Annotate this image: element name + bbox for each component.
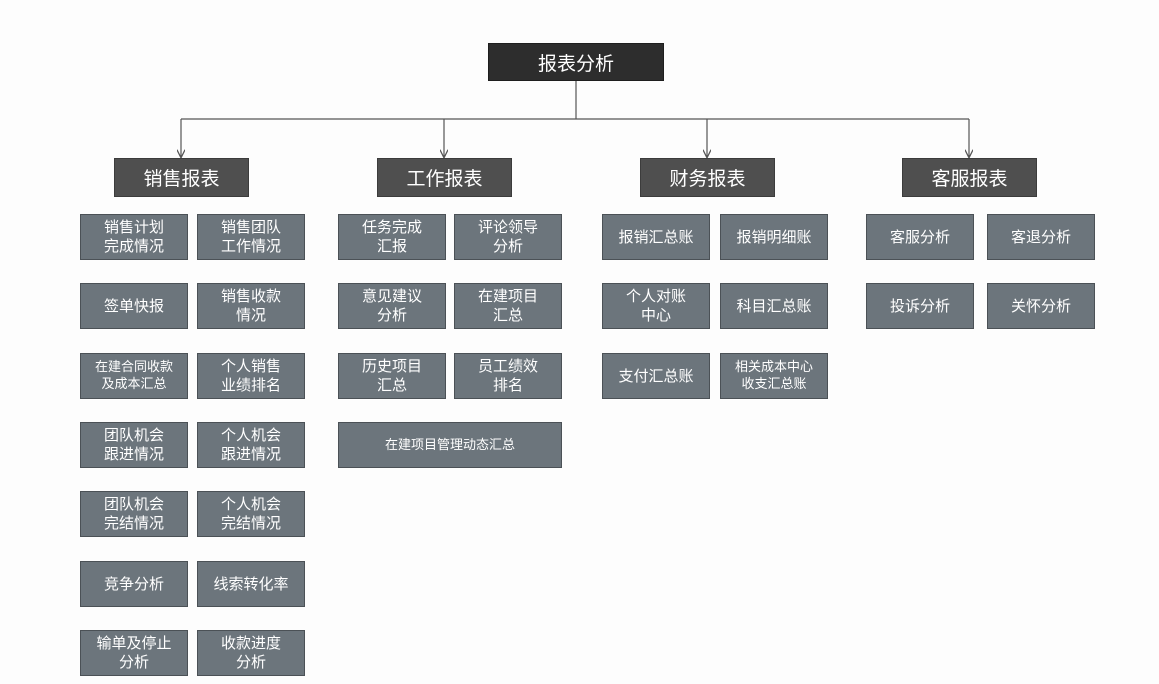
report-item-work[interactable]: 在建项目汇总 [454, 283, 562, 329]
report-item-label: 科目汇总账 [736, 296, 812, 315]
report-item-label: 支付汇总账 [618, 366, 694, 385]
report-item-label: 销售团队工作情况 [220, 218, 281, 255]
report-item-label: 员工绩效排名 [477, 357, 538, 394]
category-service[interactable]: 客服报表 [902, 158, 1037, 197]
report-item-label: 相关成本中心收支汇总账 [734, 360, 813, 392]
report-item-label: 在建合同收款及成本汇总 [94, 360, 173, 392]
report-item-sales[interactable]: 团队机会完结情况 [80, 491, 188, 537]
report-item-label: 签单快报 [103, 296, 164, 315]
report-item-label: 销售计划完成情况 [103, 218, 164, 255]
report-item-label: 在建项目管理动态汇总 [384, 437, 515, 453]
report-item-work[interactable]: 评论领导分析 [454, 214, 562, 260]
report-item-work[interactable]: 员工绩效排名 [454, 353, 562, 399]
report-item-work[interactable]: 历史项目汇总 [338, 353, 446, 399]
report-item-label: 投诉分析 [889, 296, 950, 315]
category-sales-label: 销售报表 [143, 168, 220, 190]
report-item-finance[interactable]: 报销汇总账 [602, 214, 710, 260]
report-item-label: 个人机会跟进情况 [220, 426, 281, 463]
report-item-label: 报销明细账 [736, 227, 812, 246]
report-item-label: 销售收款情况 [220, 287, 281, 324]
root-node-label: 报表分析 [537, 52, 614, 75]
report-item-service[interactable]: 客服分析 [866, 214, 974, 260]
report-item-label: 个人销售业绩排名 [220, 357, 281, 394]
report-item-work[interactable]: 任务完成汇报 [338, 214, 446, 260]
report-item-label: 历史项目汇总 [361, 357, 422, 394]
report-item-label: 在建项目汇总 [477, 287, 538, 324]
report-item-service[interactable]: 关怀分析 [987, 283, 1095, 329]
report-item-label: 个人机会完结情况 [220, 495, 281, 532]
report-item-label: 线索转化率 [213, 574, 289, 593]
report-item-sales[interactable]: 输单及停止分析 [80, 630, 188, 676]
root-node[interactable]: 报表分析 [488, 43, 664, 81]
report-item-finance[interactable]: 个人对账中心 [602, 283, 710, 329]
report-item-label: 报销汇总账 [618, 227, 694, 246]
category-sales[interactable]: 销售报表 [114, 158, 249, 197]
report-item-sales[interactable]: 销售收款情况 [197, 283, 305, 329]
report-item-label: 收款进度分析 [220, 634, 281, 671]
report-item-service[interactable]: 投诉分析 [866, 283, 974, 329]
report-item-sales[interactable]: 销售团队工作情况 [197, 214, 305, 260]
report-item-label: 关怀分析 [1010, 296, 1071, 315]
report-item-sales[interactable]: 个人机会完结情况 [197, 491, 305, 537]
report-item-sales[interactable]: 团队机会跟进情况 [80, 422, 188, 468]
report-item-sales[interactable]: 个人机会跟进情况 [197, 422, 305, 468]
category-finance[interactable]: 财务报表 [640, 158, 775, 197]
report-item-sales[interactable]: 线索转化率 [197, 561, 305, 607]
report-item-sales[interactable]: 个人销售业绩排名 [197, 353, 305, 399]
report-item-label: 输单及停止分析 [96, 634, 172, 671]
report-item-finance[interactable]: 相关成本中心收支汇总账 [720, 353, 828, 399]
report-item-sales[interactable]: 收款进度分析 [197, 630, 305, 676]
category-work-label: 工作报表 [406, 168, 483, 190]
category-work[interactable]: 工作报表 [377, 158, 512, 197]
report-item-work[interactable]: 意见建议分析 [338, 283, 446, 329]
report-item-sales[interactable]: 在建合同收款及成本汇总 [80, 353, 188, 399]
report-item-label: 意见建议分析 [361, 287, 422, 324]
report-item-label: 个人对账中心 [625, 287, 686, 324]
report-item-sales[interactable]: 签单快报 [80, 283, 188, 329]
category-service-label: 客服报表 [931, 168, 1008, 190]
category-finance-label: 财务报表 [669, 168, 746, 190]
report-item-service[interactable]: 客退分析 [987, 214, 1095, 260]
report-item-finance[interactable]: 报销明细账 [720, 214, 828, 260]
report-item-label: 团队机会完结情况 [103, 495, 164, 532]
report-item-work[interactable]: 在建项目管理动态汇总 [338, 422, 562, 468]
report-item-sales[interactable]: 销售计划完成情况 [80, 214, 188, 260]
report-item-sales[interactable]: 竞争分析 [80, 561, 188, 607]
report-item-label: 竞争分析 [103, 574, 164, 593]
report-item-label: 任务完成汇报 [361, 218, 422, 255]
report-item-finance[interactable]: 支付汇总账 [602, 353, 710, 399]
report-item-label: 团队机会跟进情况 [103, 426, 164, 463]
report-item-label: 客服分析 [889, 227, 950, 246]
report-item-label: 客退分析 [1010, 227, 1071, 246]
report-item-finance[interactable]: 科目汇总账 [720, 283, 828, 329]
report-item-label: 评论领导分析 [477, 218, 538, 255]
